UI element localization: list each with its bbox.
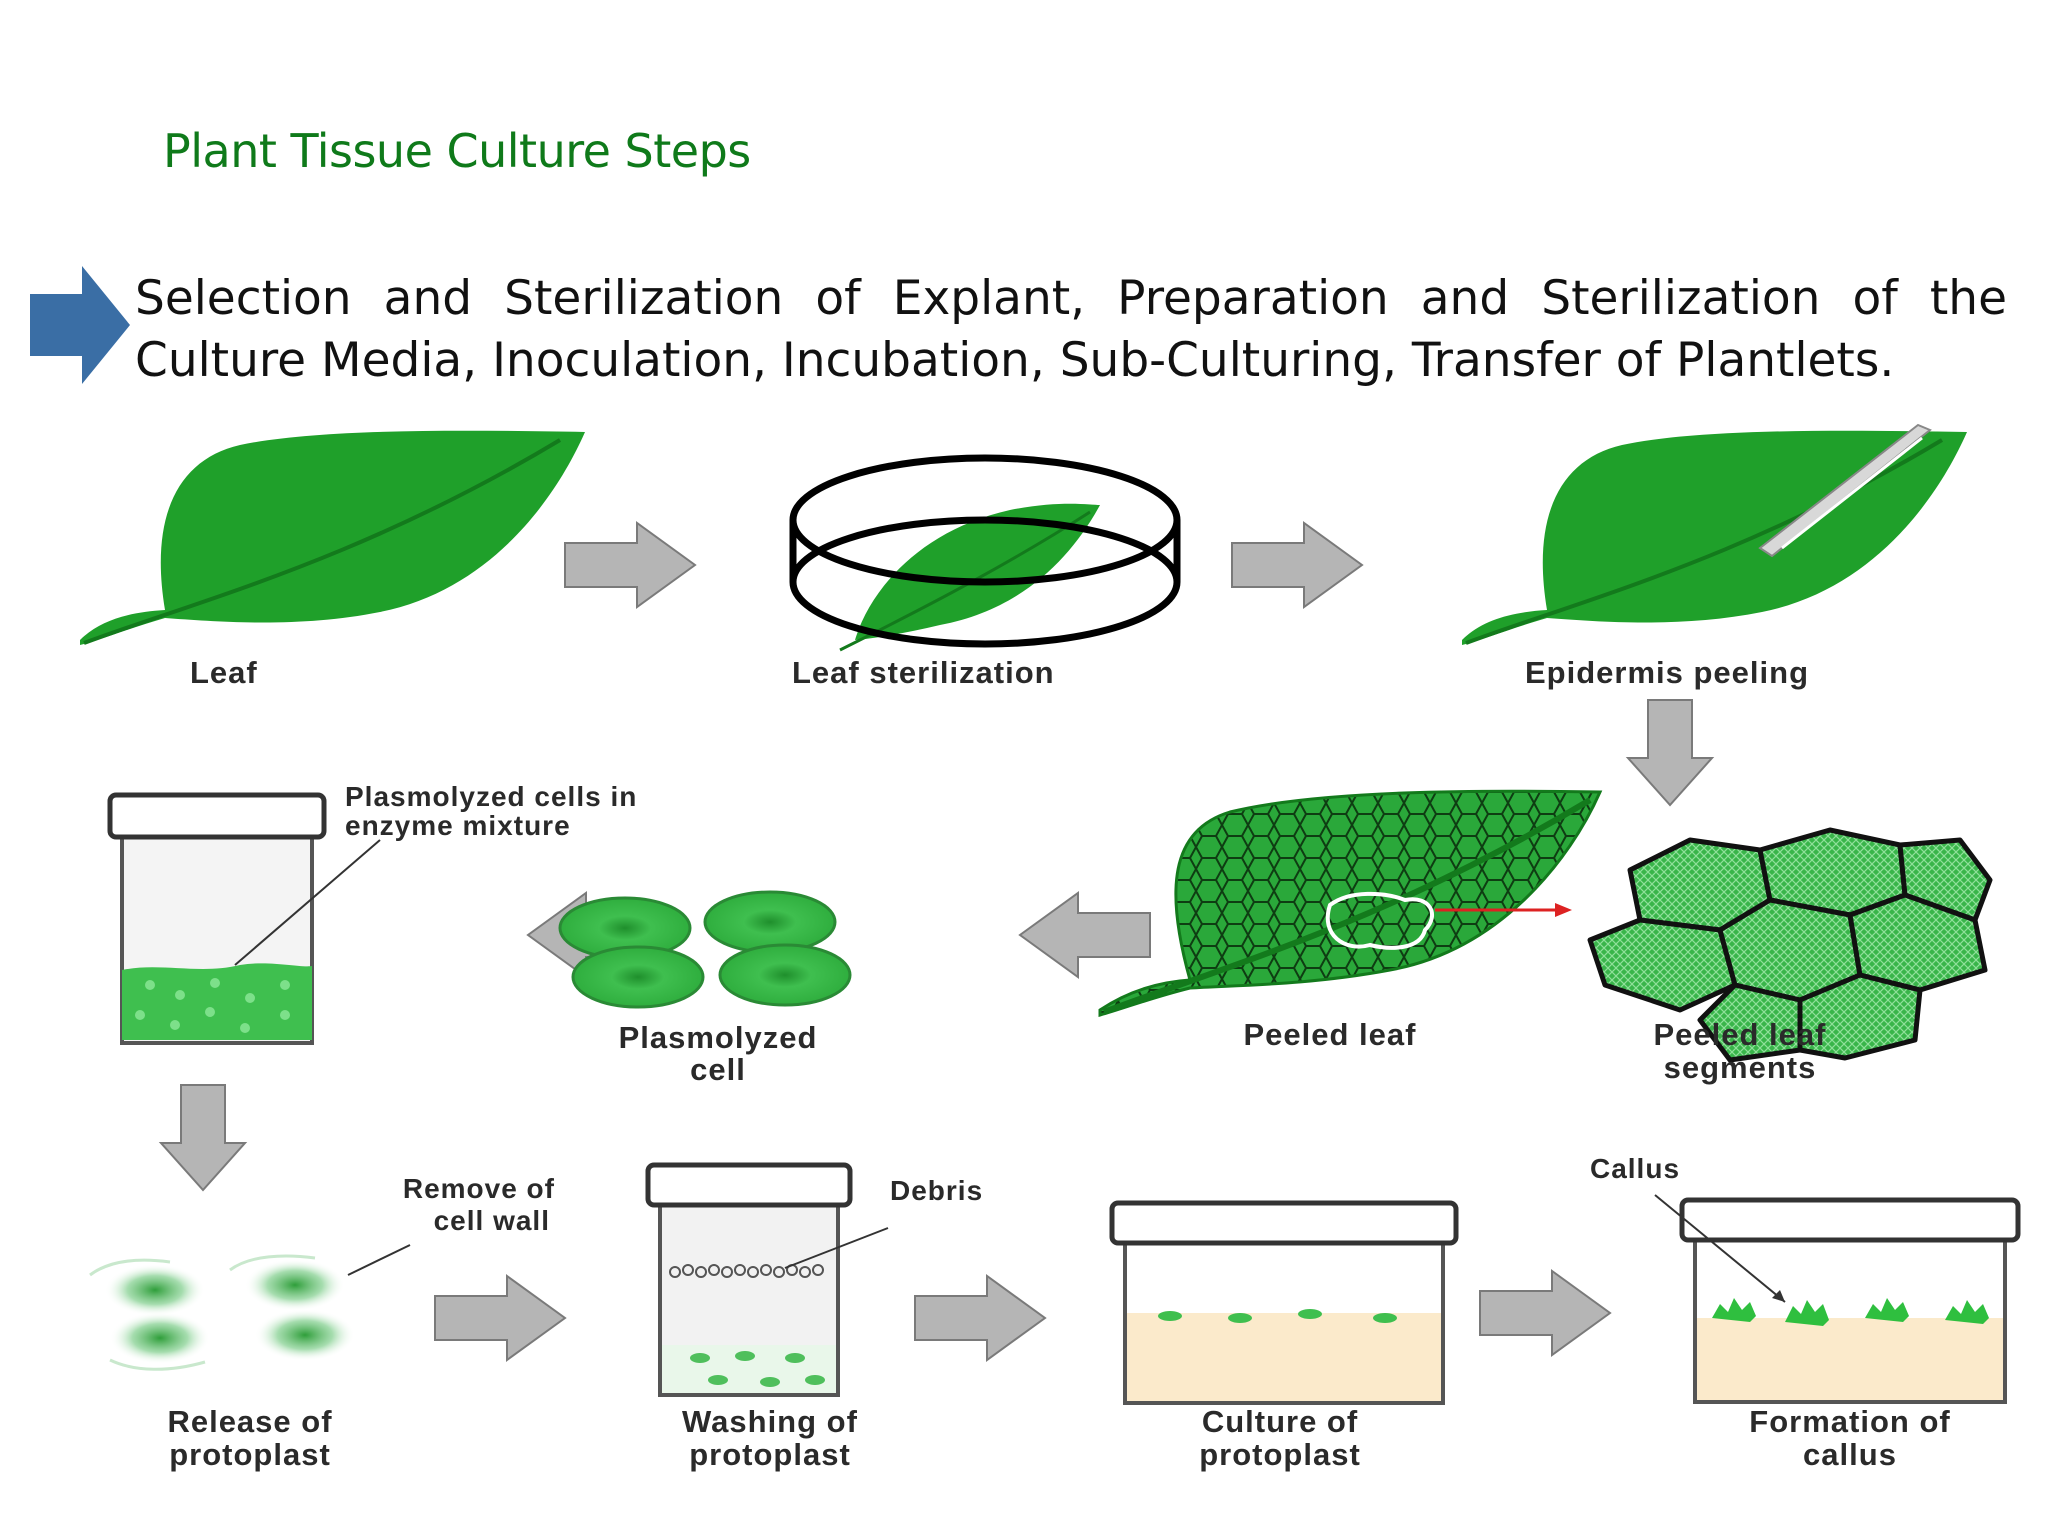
label-callus: Callus (1590, 1153, 1680, 1184)
label-remove-wall-2: cell wall (434, 1205, 550, 1236)
arrow-leaf-to-sterilization (564, 522, 696, 608)
label-washing-1: Washing of (682, 1404, 858, 1439)
label-plasmolyzed-cells-1: Plasmolyzed cells in (345, 781, 637, 812)
label-remove-wall-1: Remove of (403, 1173, 555, 1204)
arrow-peeling-down (1627, 699, 1713, 806)
peeled-segments-illustration (1587, 827, 1993, 1063)
bullet-text: Selection and Sterilization of Explant, … (135, 271, 2007, 388)
label-peeled-leaf: Peeled leaf (1244, 1017, 1417, 1052)
washing-tube-illustration (645, 1162, 889, 1397)
petri-dish-illustration (789, 454, 1181, 652)
protoplasts-illustration (89, 1244, 411, 1371)
arrow-to-plasmolyzed-cell (1019, 892, 1151, 978)
arrow-release-to-washing (434, 1275, 566, 1361)
label-peeled-segments-2: segments (1664, 1050, 1817, 1085)
label-peeled-segments-1: Peeled leaf (1654, 1017, 1827, 1052)
label-leaf-sterilization: Leaf sterilization (792, 655, 1055, 690)
label-debris: Debris (890, 1175, 983, 1206)
label-epidermis-peeling: Epidermis peeling (1525, 655, 1809, 690)
label-washing-2: protoplast (689, 1437, 851, 1472)
arrow-sterilization-to-peeling (1231, 522, 1363, 608)
leaf-illustration (80, 430, 585, 645)
arrow-tube-down (160, 1084, 246, 1191)
label-culture-1: Culture of (1202, 1404, 1358, 1439)
peeled-leaf-illustration (1098, 789, 1603, 1017)
slide-title: Plant Tissue Culture Steps (163, 124, 751, 178)
label-plasmolyzed-cells-2: enzyme mixture (345, 810, 571, 841)
arrow-right-icon (30, 266, 130, 384)
label-plasmolyzed-cell-1: Plasmolyzed (619, 1020, 818, 1055)
label-release-1: Release of (167, 1404, 332, 1439)
label-release-2: protoplast (169, 1437, 331, 1472)
label-formation-2: callus (1803, 1437, 1897, 1472)
callus-jar-illustration (1654, 1194, 2021, 1404)
label-culture-2: protoplast (1199, 1437, 1361, 1472)
peeling-leaf-illustration (1462, 423, 1967, 645)
culture-jar-illustration (1109, 1200, 1459, 1405)
plasmolyzed-cells-illustration (558, 890, 852, 1009)
enzyme-tube-illustration (107, 792, 381, 1045)
arrow-culture-to-callus (1479, 1270, 1611, 1356)
label-plasmolyzed-cell-2: cell (690, 1052, 746, 1087)
label-formation-1: Formation of (1749, 1404, 1950, 1439)
arrow-washing-to-culture (914, 1275, 1046, 1361)
label-leaf: Leaf (190, 655, 258, 690)
